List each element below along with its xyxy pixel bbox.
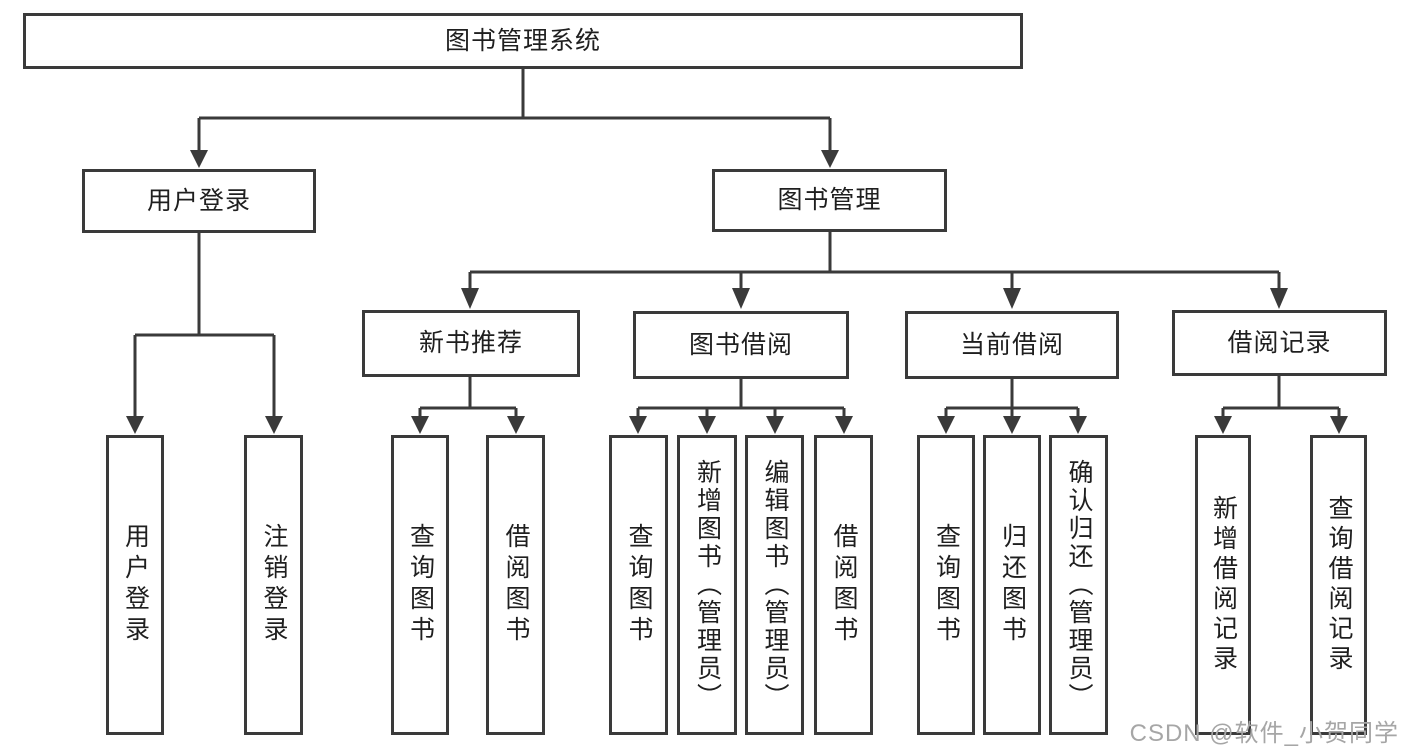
node-label: 确认归还（管理员） xyxy=(1065,459,1093,711)
node-label: 编辑图书（管理员） xyxy=(761,459,789,711)
leaf-query-borrow-record: 查询借阅记录 xyxy=(1310,435,1367,735)
node-label: 新增借阅记录 xyxy=(1209,495,1238,675)
node-label: 借阅图书 xyxy=(830,523,858,647)
node-label: 借阅记录 xyxy=(1227,328,1332,357)
leaf-logout: 注销登录 xyxy=(244,435,303,735)
leaf-add-borrow-record: 新增借阅记录 xyxy=(1195,435,1251,735)
node-label: 图书借阅 xyxy=(688,330,793,359)
leaf-borrow-books-1: 借阅图书 xyxy=(486,435,545,735)
leaf-user-login: 用户登录 xyxy=(106,435,164,735)
node-label: 查询图书 xyxy=(625,523,653,647)
node-label: 借阅图书 xyxy=(502,523,530,647)
leaf-borrow-books-2: 借阅图书 xyxy=(814,435,873,735)
node-book-borrow: 图书借阅 xyxy=(633,311,849,379)
leaf-query-books-3: 查询图书 xyxy=(917,435,975,735)
leaf-query-books-2: 查询图书 xyxy=(609,435,668,735)
node-root-label: 图书管理系统 xyxy=(444,26,601,55)
node-label: 新增图书（管理员） xyxy=(693,459,722,711)
node-borrow-records: 借阅记录 xyxy=(1172,310,1387,376)
node-label: 查询图书 xyxy=(406,523,435,647)
node-label: 用户登录 xyxy=(121,523,150,647)
node-label: 查询图书 xyxy=(932,523,961,647)
node-label: 图书管理 xyxy=(777,186,882,214)
leaf-confirm-return-admin: 确认归还（管理员） xyxy=(1049,435,1108,735)
node-label: 归还图书 xyxy=(998,523,1027,647)
node-new-book-recommend: 新书推荐 xyxy=(362,310,580,377)
leaf-add-book-admin: 新增图书（管理员） xyxy=(677,435,737,735)
node-label: 当前借阅 xyxy=(959,330,1064,359)
node-user-login: 用户登录 xyxy=(82,169,316,233)
arrowheads xyxy=(126,150,1348,434)
csdn-watermark: CSDN @软件_小贺同学 xyxy=(1129,720,1399,747)
node-label: 新书推荐 xyxy=(418,329,523,357)
node-current-borrow: 当前借阅 xyxy=(905,311,1119,379)
leaf-edit-book-admin: 编辑图书（管理员） xyxy=(745,435,804,735)
leaf-return-books: 归还图书 xyxy=(983,435,1041,735)
node-label: 查询借阅记录 xyxy=(1325,495,1353,675)
node-root: 图书管理系统 xyxy=(23,13,1023,69)
node-label: 用户登录 xyxy=(146,186,251,215)
leaf-query-books-1: 查询图书 xyxy=(391,435,449,735)
node-book-management: 图书管理 xyxy=(712,169,947,232)
node-label: 注销登录 xyxy=(260,523,288,647)
